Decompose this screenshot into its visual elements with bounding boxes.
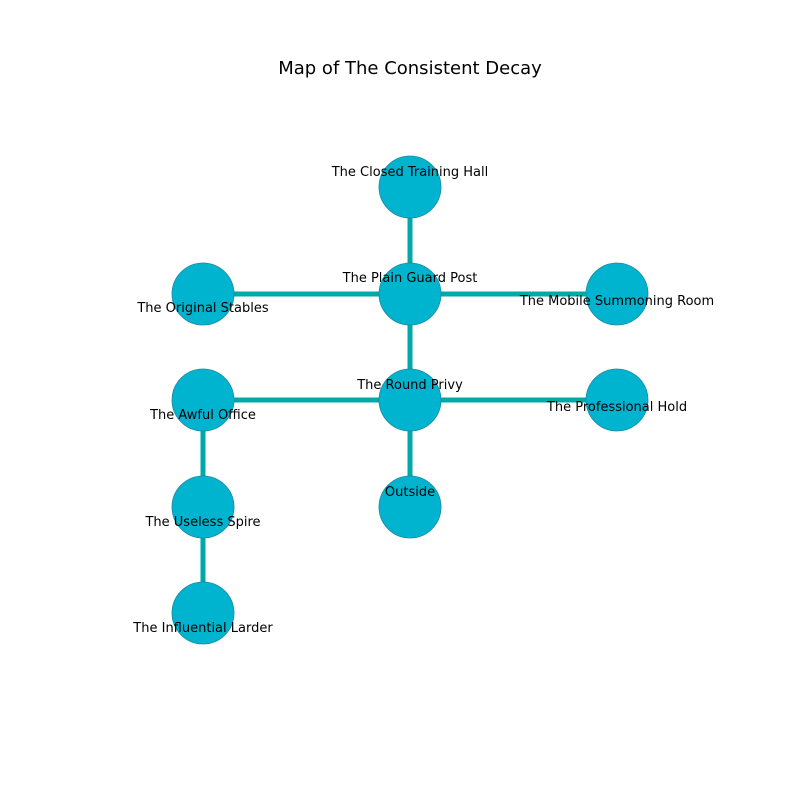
room-node-mobile-summoning-room[interactable] [585, 262, 649, 326]
room-label-round-privy: The Round Privy [356, 378, 463, 393]
room-node-influential-larder[interactable] [171, 581, 235, 645]
room-label-professional-hold: The Professional Hold [546, 400, 687, 415]
room-node-plain-guard-post[interactable] [378, 262, 442, 326]
room-node-outside[interactable] [378, 475, 442, 539]
map-title: Map of The Consistent Decay [278, 58, 542, 79]
room-label-closed-training-hall: The Closed Training Hall [331, 165, 489, 180]
room-label-plain-guard-post: The Plain Guard Post [342, 271, 478, 286]
room-node-round-privy[interactable] [378, 368, 442, 432]
room-node-awful-office[interactable] [171, 368, 235, 432]
room-label-outside: Outside [385, 485, 435, 500]
room-label-awful-office: The Awful Office [149, 408, 256, 423]
nodes-layer [171, 155, 649, 645]
room-node-useless-spire[interactable] [171, 475, 235, 539]
room-node-professional-hold[interactable] [585, 368, 649, 432]
room-node-original-stables[interactable] [171, 262, 235, 326]
room-label-mobile-summoning-room: The Mobile Summoning Room [519, 294, 714, 309]
room-label-original-stables: The Original Stables [136, 301, 268, 316]
room-label-influential-larder: The Influential Larder [132, 621, 273, 636]
room-node-closed-training-hall[interactable] [378, 155, 442, 219]
room-label-useless-spire: The Useless Spire [144, 515, 260, 530]
